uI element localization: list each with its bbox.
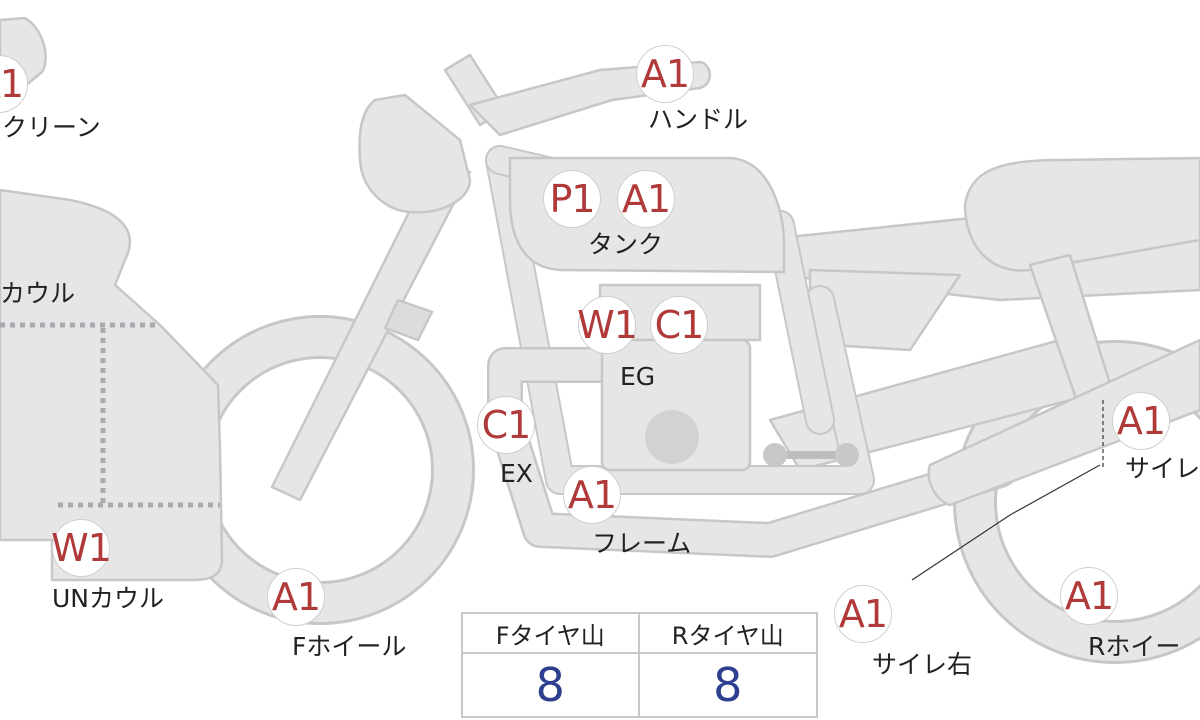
seat — [963, 156, 1200, 272]
exhaust-pipe — [487, 347, 1018, 558]
rear-tire-header: Rタイヤ山 — [639, 614, 816, 654]
badge-f-wheel[interactable]: A1 — [267, 568, 325, 626]
badge-frame[interactable]: A1 — [563, 466, 621, 524]
badge-eg-c[interactable]: C1 — [650, 296, 708, 354]
front-cowl — [0, 188, 224, 582]
tire-tread-table: Fタイヤ山 Rタイヤ山 8 8 — [461, 612, 818, 718]
badge-under-cowl[interactable]: W1 — [51, 519, 112, 577]
badge-tank-p[interactable]: P1 — [543, 170, 601, 228]
label-f-wheel: Fホイール — [292, 632, 407, 661]
badge-screen[interactable]: A1 — [0, 55, 28, 113]
badge-side-left[interactable]: A1 — [1112, 392, 1170, 450]
rear-wheel — [953, 340, 1200, 664]
cowl-dotted-lines — [0, 322, 220, 508]
rear-tire-value[interactable]: 8 — [713, 658, 743, 712]
label-side-right: サイレ右 — [872, 650, 973, 679]
badge-eg-w[interactable]: W1 — [577, 296, 638, 354]
badge-ex[interactable]: C1 — [477, 396, 535, 454]
label-ex: EX — [500, 459, 533, 488]
label-frame: フレーム — [592, 529, 692, 558]
front-fork — [270, 158, 472, 502]
side-right-leader — [911, 464, 1101, 581]
front-tire-header: Fタイヤ山 — [463, 614, 640, 654]
badge-side-right[interactable]: A1 — [834, 585, 892, 643]
headlight — [358, 93, 472, 214]
label-screen: クリーン — [2, 113, 101, 142]
front-tire-value[interactable]: 8 — [463, 654, 640, 716]
front-wheel — [165, 315, 475, 625]
label-side-left: サイレ — [1125, 454, 1200, 483]
label-cowl: カウル — [0, 279, 76, 308]
label-under-cowl: UNカウル — [52, 584, 164, 613]
label-tank: タンク — [588, 230, 664, 259]
label-eg: EG — [620, 362, 656, 391]
label-r-wheel: Rホイー — [1088, 632, 1181, 661]
badge-r-wheel[interactable]: A1 — [1060, 567, 1118, 625]
label-handle: ハンドル — [648, 105, 749, 134]
badge-handle[interactable]: A1 — [636, 45, 694, 103]
badge-tank-a[interactable]: A1 — [617, 170, 675, 228]
